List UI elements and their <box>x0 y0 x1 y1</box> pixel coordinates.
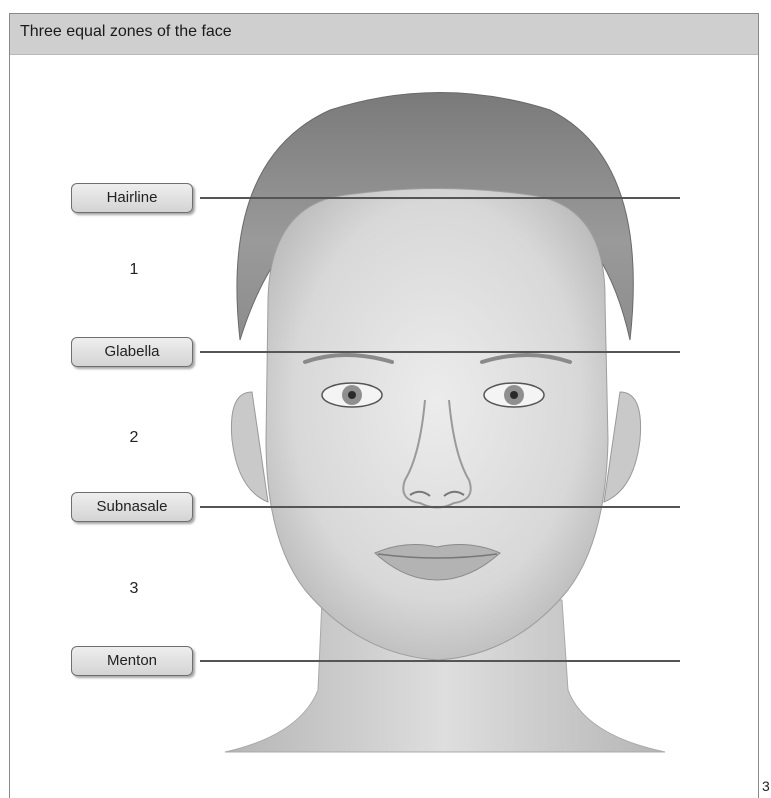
right-ear-shape <box>604 392 641 502</box>
left-ear-shape <box>231 392 268 502</box>
page-number: 3 <box>762 778 770 794</box>
label-glabella: Glabella <box>71 337 193 367</box>
label-subnasale: Subnasale <box>71 492 193 522</box>
zone-number-1: 1 <box>119 261 149 279</box>
zone-number-3: 3 <box>119 580 149 598</box>
face-shape <box>266 189 608 661</box>
zone-number-2: 2 <box>119 429 149 447</box>
label-hairline: Hairline <box>71 183 193 213</box>
label-menton: Menton <box>71 646 193 676</box>
